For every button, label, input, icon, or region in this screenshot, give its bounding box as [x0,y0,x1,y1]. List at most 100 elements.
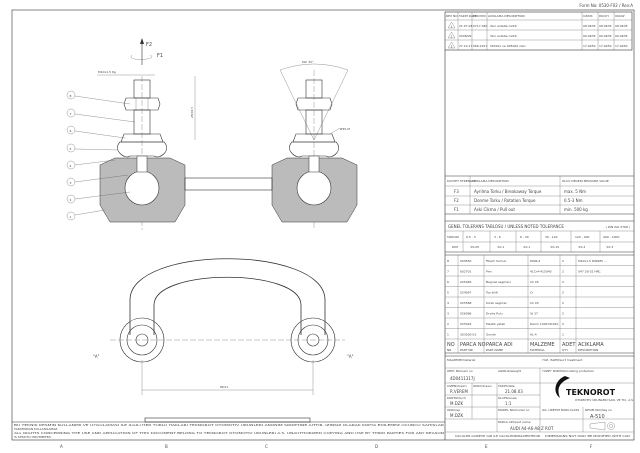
projection-symbol-icon [589,421,615,431]
svg-text:ONAY/ap: ONAY/ap [447,408,460,412]
svg-text:F1: F1 [157,53,163,59]
parts-cell: 025568 [460,301,472,305]
parts-cell: 4 [447,301,449,305]
svg-text:0050xx ve 005000 olan: 0050xx ve 005000 olan [490,44,526,48]
parts-cell: 6 [447,280,449,284]
parts-cell: 2 [562,301,564,305]
svg-text:BU TEKNIK RESMIN KULLANIMI VE: BU TEKNIK RESMIN KULLANIMI VE UYGULAMASI… [14,423,444,427]
svg-text:86±1: 86±1 [220,385,228,389]
parts-cell: Konik segman [486,301,507,305]
part-name: AUDI A4-A6-A8 Z ROT [510,426,554,431]
parts-cell: M10x1.5 DIN985 ... [578,259,607,263]
svg-text:0717-040: 0717-040 [473,24,488,28]
svg-text:DIM: DIM [452,245,458,249]
svg-text:Donme Torku / Rotation Torque: Donme Torku / Rotation Torque [474,198,536,203]
svg-text:09-0635: 09-0635 [599,34,612,38]
revision-table: REV NO TARIH DATE RAPOR NO REPORT NO ACI… [444,11,633,51]
svg-text:4: 4 [70,164,72,168]
parts-header: PARCA ADI [486,342,513,348]
svg-text:5: 5 [70,147,72,151]
rev-header: TARIH DATE [458,14,477,18]
svg-text:0.5 - 3: 0.5 - 3 [466,235,476,239]
force-table: KUVVET STRENGTH ACIKLAMA DESCRIPTION OLC… [445,175,634,215]
svg-text:2: 2 [451,35,453,39]
svg-text:"A": "A" [93,354,100,359]
svg-text:1:1: 1:1 [505,401,512,406]
parts-cell: Drvite Pulu [486,312,503,316]
svg-text:ALL RIGHTS CONCERNING THE USE: ALL RIGHTS CONCERNING THE USE AND APPLIC… [14,431,444,435]
parts-cell: DIN6-4 [530,259,540,263]
rev-header: CZ/DR [583,14,593,18]
svg-text:max. 5 Nm: max. 5 Nm [564,189,586,194]
parts-cell: 303500-01 [460,333,476,337]
parts-header: ADET [562,342,576,348]
rev-header: ON/AP [615,14,625,18]
svg-text:0.5-3 Nm: 0.5-3 Nm [564,198,583,203]
svg-text:R.VEREM: R.VEREM [450,389,468,394]
parts-header: MALZEME [530,342,555,348]
svg-text:±0.1: ±0.1 [523,245,530,249]
svg-text:GENEL TOLERANS TABLOSU / UNLES: GENEL TOLERANS TABLOSU / UNLESS NOTED TO… [448,224,564,229]
svg-text:OEM. NO/oem no: OEM. NO/oem no [447,369,473,373]
parts-cell: Fiberli Somun [486,259,507,263]
parts-cell: 1 [562,333,564,337]
parts-cell: Toz kilifi [485,291,498,295]
svg-text:1: 1 [70,215,72,219]
assembly-section-view: F2 F1 M10x1.5 6g Min 32° Ø35-M 28±0.5 8 … [66,38,358,230]
svg-text:OLCU DEGERI MEASURE VALUE: OLCU DEGERI MEASURE VALUE [562,179,609,183]
svg-text:28±0.5: 28±0.5 [190,107,194,118]
parts-header-en: PART NR [460,348,473,352]
svg-text:MALZEME/material: MALZEME/material [447,358,475,362]
svg-text:M10x1.5 6g: M10x1.5 6g [98,70,116,74]
parts-cell: Govde [486,333,496,337]
svg-text:E: E [485,444,488,449]
parts-cell: 2 [562,270,564,274]
svg-text:21.08.03: 21.08.03 [505,389,523,394]
svg-text:±0.3: ±0.3 [606,245,613,249]
svg-text:AGIRLIK/weight: AGIRLIK/weight [498,369,522,373]
svg-text:Yeni antetle cizildi: Yeni antetle cizildi [490,34,517,38]
form-number: Form No: 0530-F02 / Rev:A [579,3,633,8]
parts-cell: Plastik yatak [486,322,505,326]
svg-text:±0.15: ±0.15 [550,245,559,249]
oem-number: 4D0411317J [450,376,475,381]
svg-text:08-0635: 08-0635 [615,24,628,28]
svg-text:8: 8 [70,94,72,98]
parts-cell: 41Cr4-415040 [530,270,552,274]
svg-text:Ø35-M: Ø35-M [340,126,350,131]
parts-cell: 1 [447,333,449,337]
svg-text:17-0050: 17-0050 [599,44,612,48]
svg-text:TOLERANS RANGE: TOLERANS RANGE [447,235,459,239]
svg-text:"A": "A" [347,354,354,359]
svg-text:Ayrilma Torku / Breakaway Torq: Ayrilma Torku / Breakaway Torque [474,189,542,194]
svg-text:Aski Cikma / Pull out: Aski Cikma / Pull out [474,207,515,212]
svg-text:PARCA ADI/part name: PARCA ADI/part name [498,420,531,424]
svg-text:09-0635: 09-0635 [615,34,628,38]
svg-text:1: 1 [451,25,453,29]
svg-text:M.DZK: M.DZK [450,413,464,418]
svg-text:( DIN ISO 2768 ): ( DIN ISO 2768 ) [606,225,630,229]
svg-text:TARIH/date: TARIH/date [497,384,515,388]
svg-text:3: 3 [70,181,72,185]
rev-header: REV NO [446,14,458,18]
svg-text:RESIM NO/dwg no: RESIM NO/dwg no [585,408,612,412]
svg-text:ACIKLAMA DESCRIPTION: ACIKLAMA DESCRIPTION [472,179,509,183]
svg-text:ONAY/drawn: ONAY/drawn [473,384,492,388]
svg-text:Yeni antetle cizildi: Yeni antetle cizildi [490,24,517,28]
svg-text:TEKNOROT: TEKNOROT [566,388,616,397]
parts-cell: 026086 [460,312,472,316]
tolerance-ranges: TOLERANS RANGE 0.5 - 3 3 - 6 6 - 30 30 -… [447,235,620,249]
svg-text:OLCULER GOREVE GIR ILE OLCULEN: OLCULER GOREVE GIR ILE OLCULENDIRILMEKTE… [455,434,540,438]
svg-text:YUZ. ISLEM/surf. treatment: YUZ. ISLEM/surf. treatment [542,358,583,362]
parts-cell: 047 28-32 HRC [578,270,601,274]
svg-text:M.DZK: M.DZK [450,401,464,406]
